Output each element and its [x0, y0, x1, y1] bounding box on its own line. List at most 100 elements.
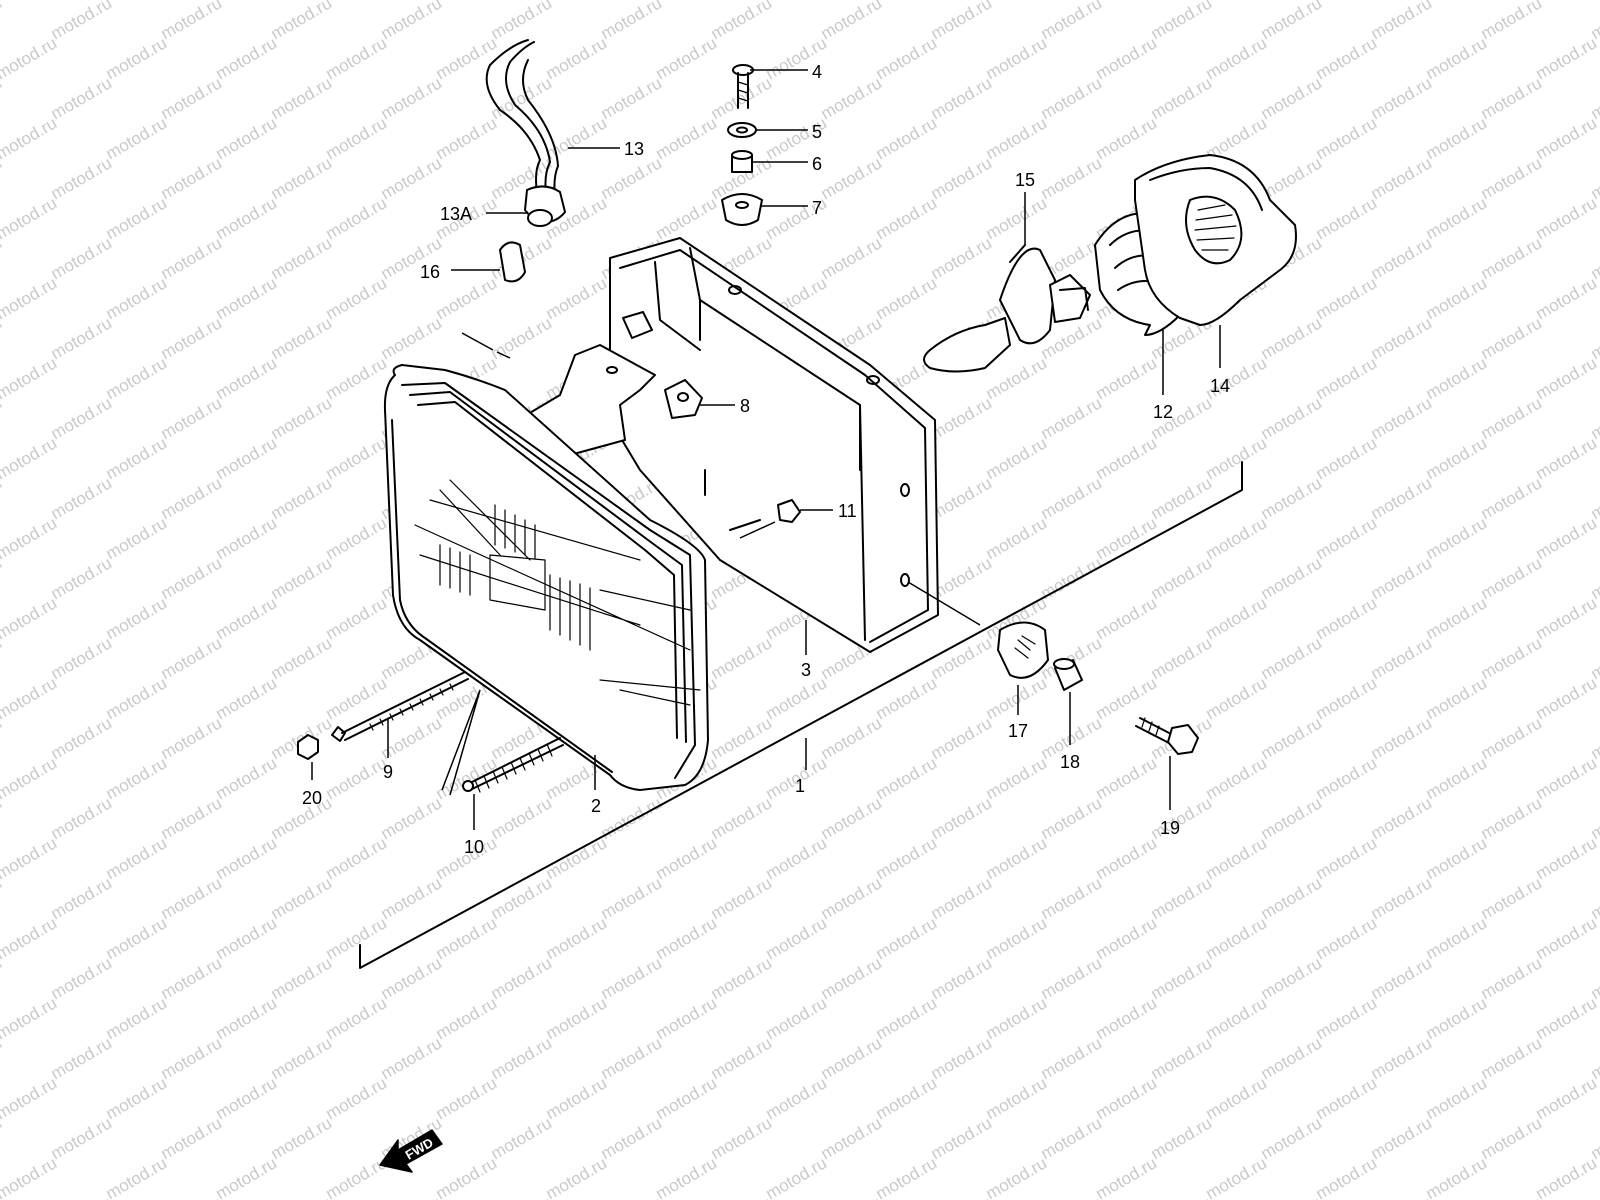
watermark-text: motod.ru: [543, 113, 611, 163]
watermark-text: motod.ru: [763, 833, 831, 883]
watermark-text: motod.ru: [1478, 0, 1546, 43]
watermark-text: motod.ru: [873, 113, 941, 163]
watermark-text: motod.ru: [653, 1153, 721, 1200]
watermark-text: motod.ru: [268, 473, 336, 523]
watermark-text: motod.ru: [818, 1193, 886, 1200]
watermark-text: motod.ru: [818, 873, 886, 923]
watermark-text: motod.ru: [103, 353, 171, 403]
watermark-text: motod.ru: [48, 953, 116, 1003]
watermark-text: motod.ru: [1148, 473, 1216, 523]
watermark-text: motod.ru: [48, 713, 116, 763]
leader-lines: [311, 69, 1221, 830]
watermark-text: motod.ru: [158, 153, 226, 203]
watermark-text: motod.ru: [1313, 113, 1381, 163]
callout-4: 4: [812, 62, 822, 82]
watermark-text: motod.ru: [213, 33, 281, 83]
watermark-text: motod.ru: [1148, 1033, 1216, 1083]
watermark-text: motod.ru: [1478, 1193, 1546, 1200]
watermark-text: motod.ru: [1148, 793, 1216, 843]
watermark-text: motod.ru: [268, 953, 336, 1003]
watermark-text: motod.ru: [708, 1033, 776, 1083]
watermark-text: motod.ru: [268, 1113, 336, 1163]
watermark-text: motod.ru: [158, 1113, 226, 1163]
watermark-text: motod.ru: [1258, 73, 1326, 123]
watermark-text: motod.ru: [1093, 913, 1161, 963]
watermark-text: motod.ru: [1478, 73, 1546, 123]
callout-15: 15: [1015, 170, 1035, 190]
callout-5: 5: [812, 122, 822, 142]
watermark-text: motod.ru: [1258, 793, 1326, 843]
watermark-text: motod.ru: [543, 0, 611, 3]
watermark-text: motod.ru: [1148, 633, 1216, 683]
assembly-bracket: [359, 461, 1243, 969]
watermark-text: motod.ru: [213, 113, 281, 163]
watermark-text: motod.ru: [763, 1073, 831, 1123]
watermark-text: motod.ru: [653, 0, 721, 3]
watermark-text: motod.ru: [818, 793, 886, 843]
watermark-text: motod.ru: [433, 1073, 501, 1123]
watermark-text: motod.ru: [213, 753, 281, 803]
watermark-text: motod.ru: [1423, 593, 1491, 643]
watermark-text: motod.ru: [928, 793, 996, 843]
watermark-text: motod.ru: [1533, 193, 1600, 243]
watermark-text: motod.ru: [1533, 513, 1600, 563]
watermark-text: motod.ru: [213, 513, 281, 563]
callout-19: 19: [1160, 818, 1180, 838]
watermark-text: motod.ru: [763, 1153, 831, 1200]
watermark-text: motod.ru: [1203, 1153, 1271, 1200]
watermark-text: motod.ru: [1478, 713, 1546, 763]
watermark-text: motod.ru: [1533, 433, 1600, 483]
watermark-text: motod.ru: [1423, 273, 1491, 323]
callout-13a: 13A: [440, 204, 472, 224]
watermark-text: motod.ru: [1313, 993, 1381, 1043]
callout-14: 14: [1210, 376, 1230, 396]
watermark-text: motod.ru: [213, 913, 281, 963]
watermark-text: motod.ru: [1148, 73, 1216, 123]
watermark-text: motod.ru: [488, 0, 556, 43]
watermark-text: motod.ru: [1093, 833, 1161, 883]
watermark-text: motod.ru: [48, 553, 116, 603]
mounting-bracket: [517, 344, 656, 456]
watermark-text: motod.ru: [1533, 673, 1600, 723]
watermark-text: motod.ru: [873, 913, 941, 963]
watermark-text: motod.ru: [213, 353, 281, 403]
watermark-text: motod.ru: [0, 0, 60, 3]
watermark-text: motod.ru: [1368, 1033, 1436, 1083]
watermark-text: motod.ru: [928, 873, 996, 923]
watermark-text: motod.ru: [983, 1153, 1051, 1200]
callout-10: 10: [464, 837, 484, 857]
watermark-text: motod.ru: [213, 0, 281, 3]
watermark-text: motod.ru: [0, 513, 60, 563]
watermark-text: motod.ru: [268, 633, 336, 683]
callout-16: 16: [420, 262, 440, 282]
watermark-text: motod.ru: [653, 113, 721, 163]
watermark-text: motod.ru: [1368, 713, 1436, 763]
watermark-text: motod.ru: [268, 1033, 336, 1083]
watermark-text: motod.ru: [323, 1153, 391, 1200]
watermark-text: motod.ru: [103, 1073, 171, 1123]
watermark-text: motod.ru: [1313, 673, 1381, 723]
watermark-text: motod.ru: [488, 1113, 556, 1163]
watermark-text: motod.ru: [1203, 993, 1271, 1043]
watermark-text: motod.ru: [1368, 393, 1436, 443]
watermark-text: motod.ru: [378, 873, 446, 923]
watermark-text: motod.ru: [873, 1153, 941, 1200]
watermark-text: motod.ru: [708, 873, 776, 923]
watermark-text: motod.ru: [0, 113, 60, 163]
watermark-text: motod.ru: [928, 953, 996, 1003]
watermark-text: motod.ru: [818, 0, 886, 43]
watermark-text: motod.ru: [213, 593, 281, 643]
watermark-text: motod.ru: [158, 873, 226, 923]
watermark-text: motod.ru: [323, 833, 391, 883]
watermark-text: motod.ru: [378, 73, 446, 123]
watermark-text: motod.ru: [103, 513, 171, 563]
watermark-text: motod.ru: [213, 993, 281, 1043]
watermark-text: motod.ru: [1038, 793, 1106, 843]
watermark-text: motod.ru: [1313, 33, 1381, 83]
watermark-text: motod.ru: [1423, 353, 1491, 403]
watermark-text: motod.ru: [48, 233, 116, 283]
headlamp-lens-unit: [383, 364, 709, 791]
watermark-text: motod.ru: [763, 993, 831, 1043]
watermark-text: motod.ru: [158, 713, 226, 763]
watermark-text: motod.ru: [323, 993, 391, 1043]
